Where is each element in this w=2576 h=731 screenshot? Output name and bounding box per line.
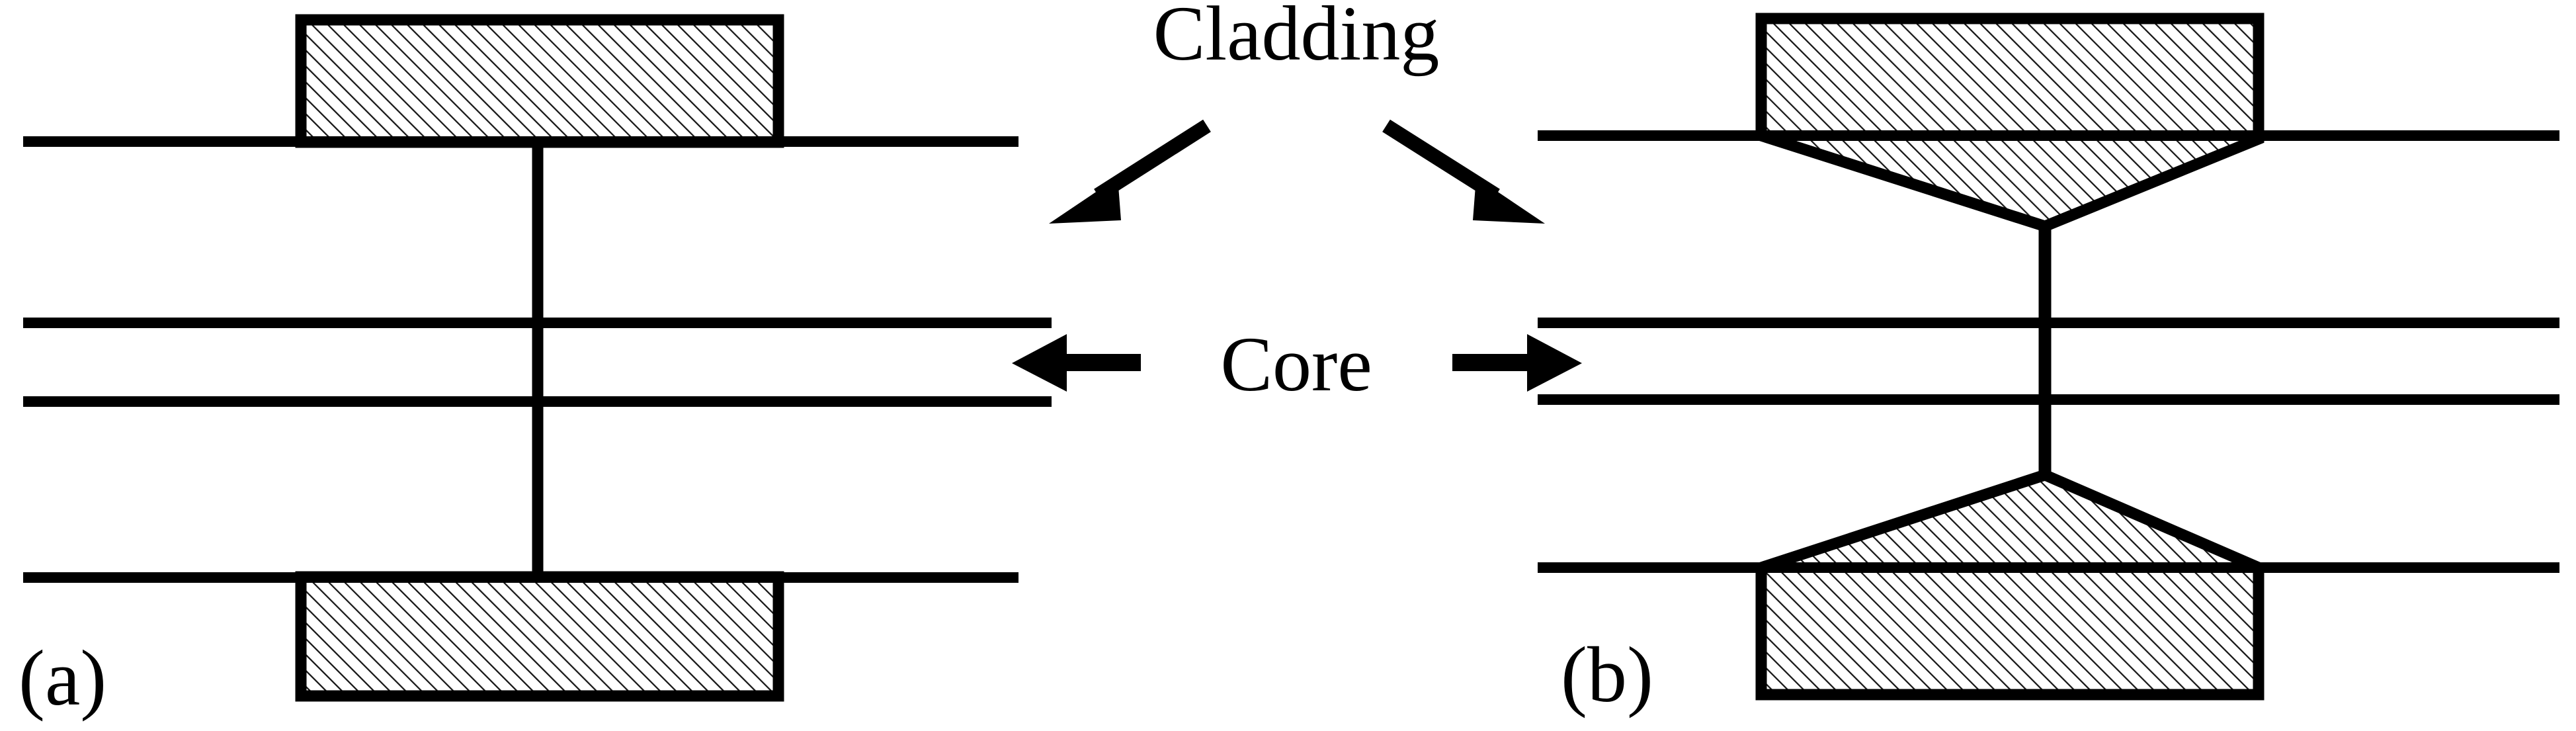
cladding-rect-bottom-a [295, 571, 784, 702]
cladding-taper-top-b [1755, 13, 2264, 233]
panel-a-top-cladding-block [295, 14, 784, 148]
panel-label-a: (a) [19, 634, 106, 722]
panel-a-bottom-cladding-block [295, 571, 784, 702]
panel-b-top-cladding-block [1755, 13, 2264, 233]
cladding-arrow-left-icon [1049, 119, 1211, 224]
cladding-label: Cladding [1153, 0, 1440, 77]
panel-b: (b) [1538, 13, 2559, 718]
panel-label-b: (b) [1561, 630, 1653, 718]
cladding-arrow-right-icon [1382, 119, 1545, 224]
annotations-group: Cladding Core [1012, 0, 1582, 408]
panel-a: (a) [19, 14, 1052, 722]
panel-b-bottom-cladding-block [1755, 468, 2264, 701]
core-arrow-right-icon [1452, 334, 1582, 392]
cladding-rect-top-a [295, 14, 784, 148]
core-label: Core [1220, 321, 1372, 408]
core-arrow-left-icon [1012, 334, 1141, 392]
cladding-taper-bottom-b [1755, 468, 2264, 701]
